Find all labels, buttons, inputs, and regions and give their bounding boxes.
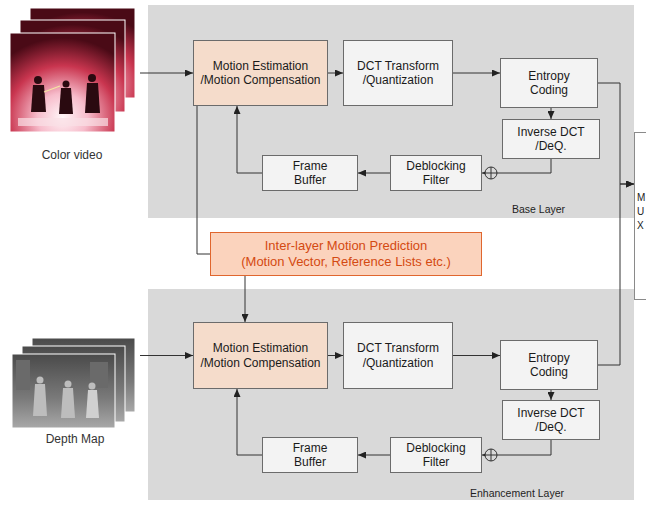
process-box: Entropy Coding xyxy=(500,58,598,108)
color-video-frames xyxy=(10,8,135,132)
depth-frame xyxy=(32,338,135,412)
box-label: Motion Estimation /Motion Compensation xyxy=(196,341,325,370)
process-box: Inverse DCT /DeQ. xyxy=(502,119,600,159)
box-label: Entropy Coding xyxy=(519,69,579,98)
video-frame xyxy=(20,20,125,112)
process-box: Frame Buffer xyxy=(262,155,358,191)
mux-box: M U X xyxy=(634,132,646,300)
input-caption: Color video xyxy=(42,148,103,162)
box-label: Frame Buffer xyxy=(283,441,338,470)
process-box: Motion Estimation /Motion Compensation xyxy=(193,322,328,389)
process-box: DCT Transform /Quantization xyxy=(343,40,453,106)
box-label: Motion Estimation /Motion Compensation xyxy=(196,59,325,88)
input-caption: Depth Map xyxy=(46,432,105,446)
box-label: Entropy Coding xyxy=(519,351,579,380)
process-box: Entropy Coding xyxy=(500,340,598,390)
box-label: Inverse DCT /DeQ. xyxy=(509,406,594,435)
process-box: Deblocking Filter xyxy=(390,437,482,473)
layer-band: Base Layer Motion Estimation /Motion Comp… xyxy=(148,5,634,218)
depth-frame xyxy=(22,346,125,422)
prediction-box: Inter-layer Motion Prediction(Motion Vec… xyxy=(210,232,482,276)
figure-silhouettes xyxy=(18,74,108,126)
box-label: Frame Buffer xyxy=(283,159,338,188)
box-label: Inter-layer Motion Prediction xyxy=(265,238,428,254)
process-box: DCT Transform /Quantization xyxy=(343,322,453,389)
depth-map-frames xyxy=(12,338,135,428)
process-box: Frame Buffer xyxy=(262,437,358,473)
process-box: Deblocking Filter xyxy=(390,155,482,191)
depth-silhouettes xyxy=(16,360,108,418)
layer-label: Base Layer xyxy=(512,203,565,216)
video-frame xyxy=(10,33,115,132)
box-label: Deblocking Filter xyxy=(399,441,474,470)
box-label: Deblocking Filter xyxy=(399,159,474,188)
box-label: M U X xyxy=(637,191,646,233)
layer-label: Enhancement Layer xyxy=(470,487,564,500)
depth-frame xyxy=(12,354,115,428)
input-video: Color video xyxy=(4,6,140,162)
process-box: Motion Estimation /Motion Compensation xyxy=(193,40,328,106)
box-label: DCT Transform /Quantization xyxy=(348,59,448,88)
box-label: Inverse DCT /DeQ. xyxy=(509,125,594,154)
video-frame xyxy=(30,8,135,98)
box-label: DCT Transform /Quantization xyxy=(348,341,448,370)
input-video: Depth Map xyxy=(10,334,140,446)
layer-band: Enhancement Layer Motion Estimation /Moti… xyxy=(148,289,634,500)
process-box: Inverse DCT /DeQ. xyxy=(502,400,600,440)
box-label: (Motion Vector, Reference Lists etc.) xyxy=(241,254,451,270)
